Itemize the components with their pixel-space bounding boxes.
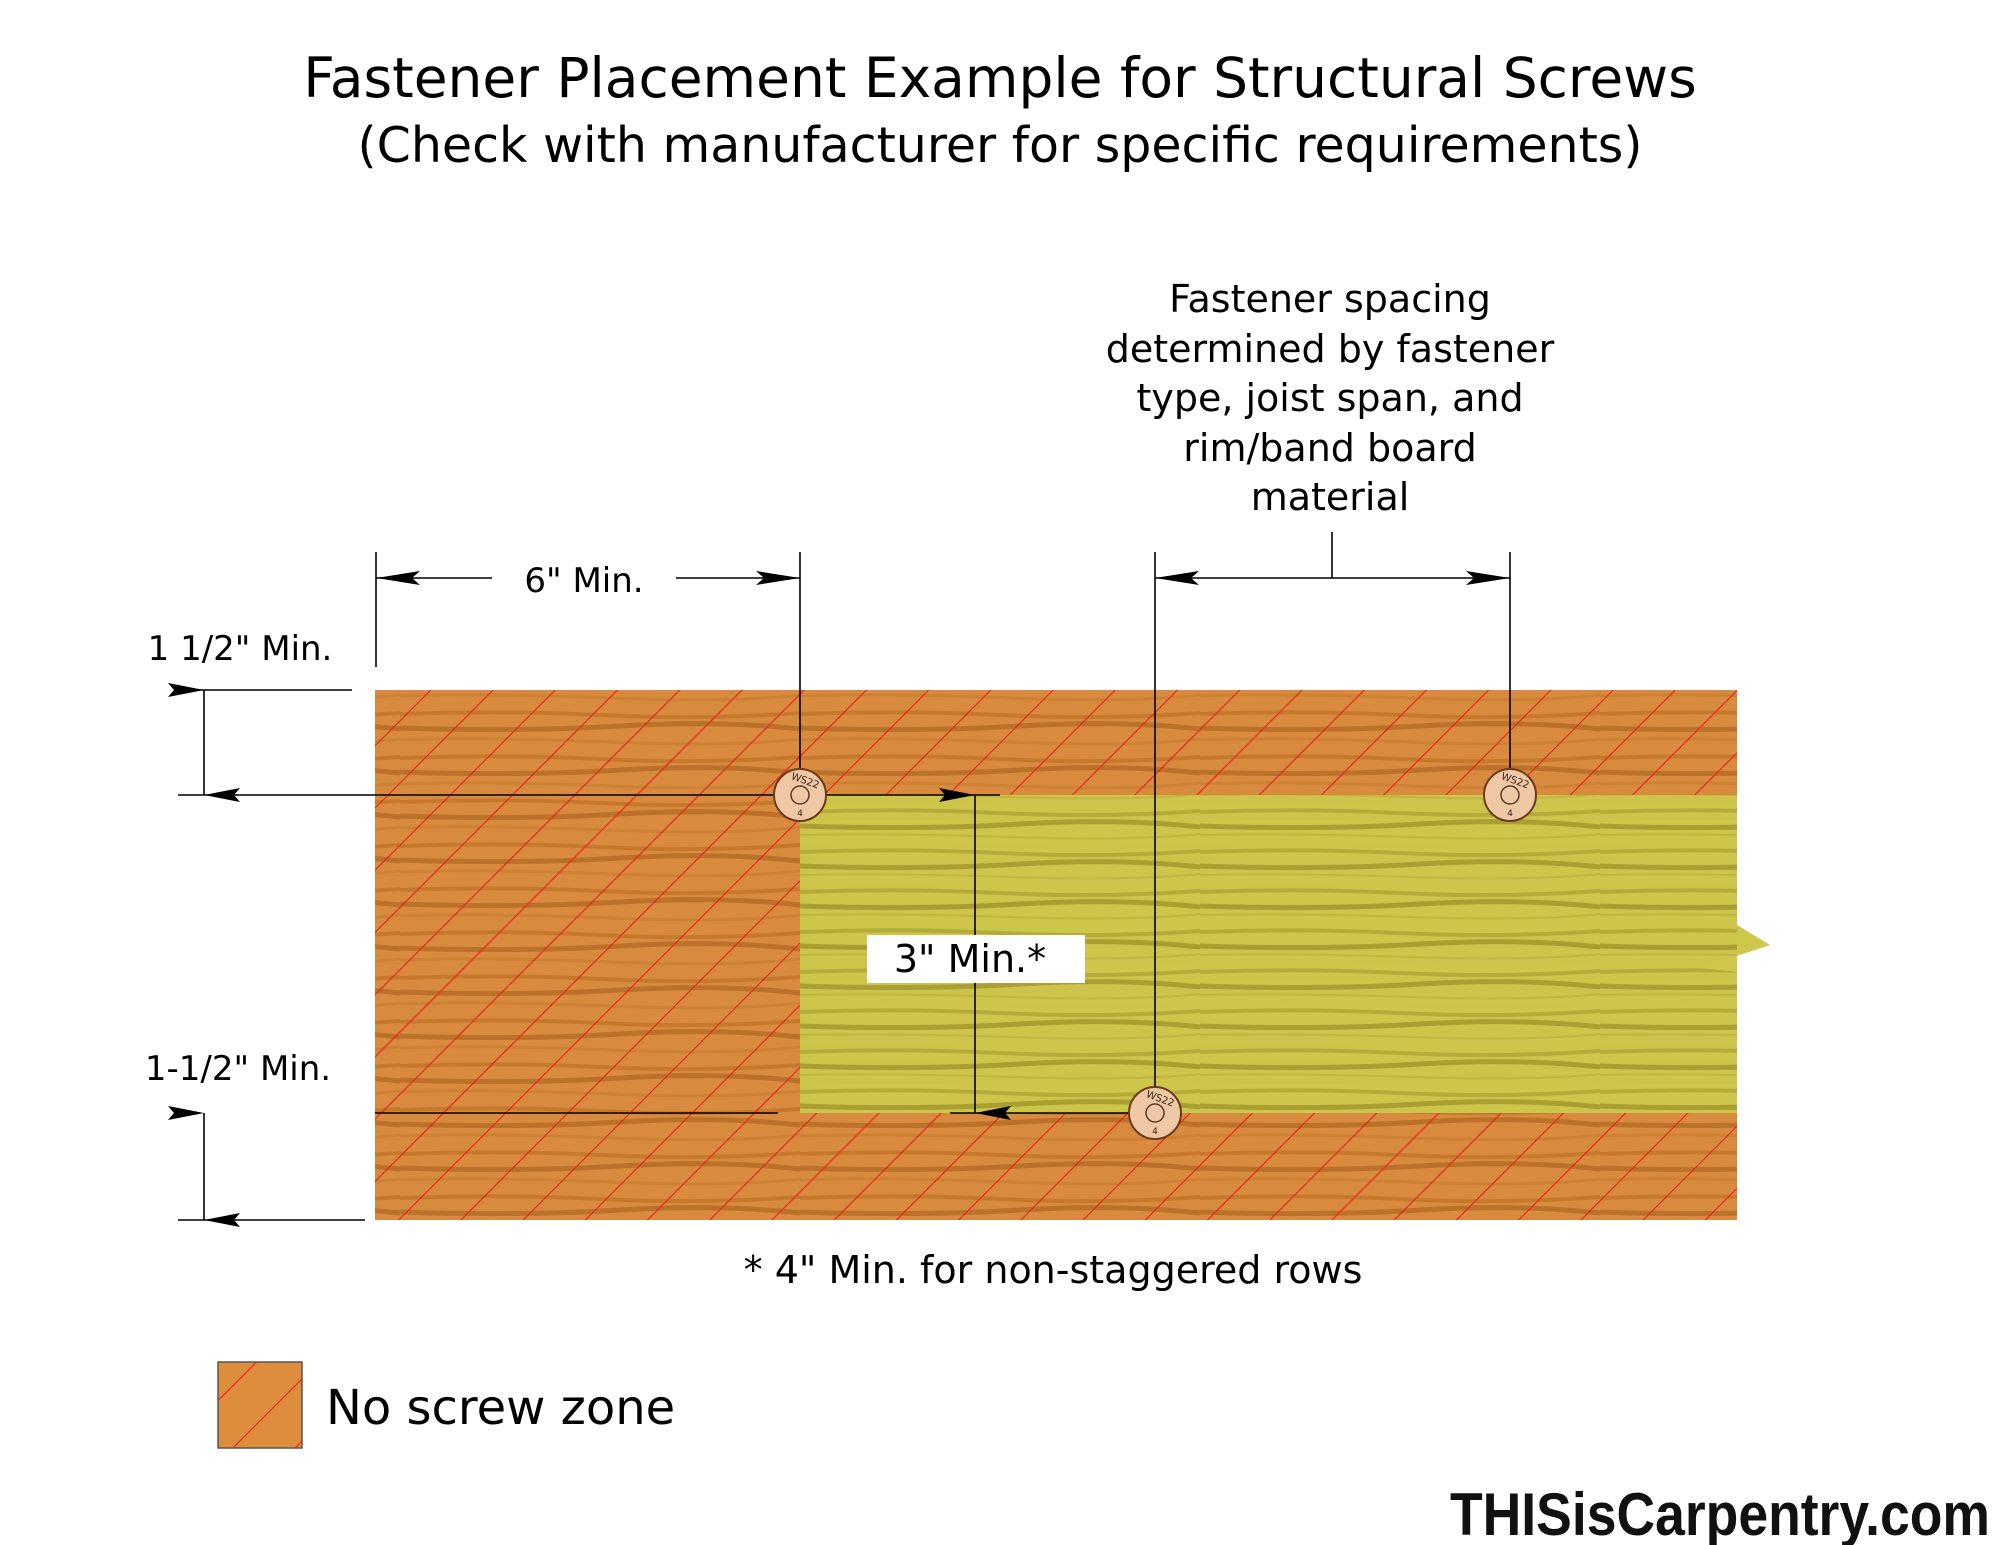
screw-head-bottom: WS22 4 xyxy=(1128,1086,1182,1140)
spacing-note-line-4: rim/band board xyxy=(1183,426,1476,470)
footnote: * 4" Min. for non-staggered rows xyxy=(744,1248,1363,1292)
no-screw-zone-hatch xyxy=(375,690,1737,1220)
top-edge-distance-label: 1 1/2" Min. xyxy=(148,629,333,669)
end-distance-label: 6" Min. xyxy=(524,561,643,601)
spacing-note-line-1: Fastener spacing xyxy=(1169,277,1491,321)
page-subtitle: (Check with manufacturer for specific re… xyxy=(358,117,1643,174)
spacing-note-line-2: determined by fastener xyxy=(1106,327,1555,371)
legend-swatch-hatch xyxy=(218,1362,302,1448)
screw-size-text: 4 xyxy=(797,809,803,819)
brand-logo-text: THISisCarpentry.com xyxy=(1450,1481,1990,1545)
spacing-note-line-5: material xyxy=(1251,475,1410,519)
screw-size-text: 4 xyxy=(1507,809,1513,819)
page-title: Fastener Placement Example for Structura… xyxy=(303,46,1697,110)
row-spacing-label-box xyxy=(867,935,1085,983)
row-spacing-label: 3" Min.* xyxy=(894,937,1046,981)
board-break-notch xyxy=(1700,925,1770,972)
legend-label: No screw zone xyxy=(326,1380,675,1436)
spacing-note: Fastener spacing determined by fastener … xyxy=(1106,277,1555,519)
spacing-note-line-3: type, joist span, and xyxy=(1136,376,1523,420)
dimension-lines xyxy=(168,532,1511,1227)
screw-head-top-left: WS22 4 xyxy=(773,768,827,822)
screw-size-text: 4 xyxy=(1152,1127,1158,1137)
screw-head-top-right: WS22 4 xyxy=(1483,768,1537,822)
bottom-edge-distance-label: 1-1/2" Min. xyxy=(145,1049,331,1089)
legend: No screw zone xyxy=(217,1361,675,1449)
